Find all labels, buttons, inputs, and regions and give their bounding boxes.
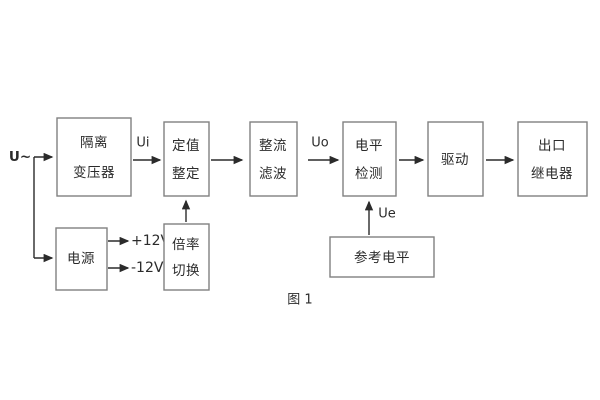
signal-label-ue: Ue xyxy=(378,207,396,222)
input-label-u: U~ xyxy=(9,149,31,165)
block-reference-level-line-1: 参考电平 xyxy=(354,249,410,266)
block-multiplier-switch-rect xyxy=(163,223,210,291)
block-setting-value: 定值 整定 xyxy=(163,121,210,197)
block-setting-value-line-2: 整定 xyxy=(172,166,200,182)
block-power-supply-line-1: 电源 xyxy=(67,251,95,267)
block-rectify-filter-rect xyxy=(249,121,298,197)
block-output-relay-rect xyxy=(517,121,588,197)
block-setting-value-rect xyxy=(163,121,210,197)
figure-caption: 图 1 xyxy=(287,293,312,308)
block-isolation-transformer: 隔离 变压器 xyxy=(56,117,132,197)
block-drive: 驱动 xyxy=(427,121,484,197)
block-rectify-filter-line-2: 滤波 xyxy=(259,166,287,182)
block-reference-level-rect xyxy=(329,236,435,278)
block-isolation-transformer-rect xyxy=(56,117,132,197)
block-reference-level: 参考电平 xyxy=(329,236,435,278)
block-rectify-filter: 整流 滤波 xyxy=(249,121,298,197)
signal-label-ui: Ui xyxy=(136,136,149,151)
block-output-relay: 出口 继电器 xyxy=(517,121,588,197)
block-level-detection-line-1: 电平 xyxy=(355,138,383,154)
block-output-relay-line-1: 出口 xyxy=(538,138,566,154)
block-output-relay-line-2: 继电器 xyxy=(531,166,573,182)
rail-label-negative: -12V xyxy=(131,260,164,276)
block-power-supply-rect xyxy=(55,227,108,291)
block-power-supply: 电源 xyxy=(55,227,108,291)
block-level-detection-rect xyxy=(342,121,397,197)
block-level-detection-line-2: 检测 xyxy=(355,166,383,182)
block-isolation-transformer-line-2: 变压器 xyxy=(73,165,115,181)
block-multiplier-switch-line-1: 倍率 xyxy=(172,236,200,253)
block-setting-value-line-1: 定值 xyxy=(172,138,200,154)
signal-label-uo: Uo xyxy=(311,136,329,151)
block-multiplier-switch: 倍率 切换 xyxy=(163,223,210,291)
block-isolation-transformer-line-1: 隔离 xyxy=(80,134,108,151)
block-drive-line-1: 驱动 xyxy=(441,152,469,168)
block-rectify-filter-line-1: 整流 xyxy=(259,138,287,154)
block-level-detection: 电平 检测 xyxy=(342,121,397,197)
rail-label-positive: +12V xyxy=(131,233,171,249)
block-drive-rect xyxy=(427,121,484,197)
block-multiplier-switch-line-2: 切换 xyxy=(172,263,200,279)
